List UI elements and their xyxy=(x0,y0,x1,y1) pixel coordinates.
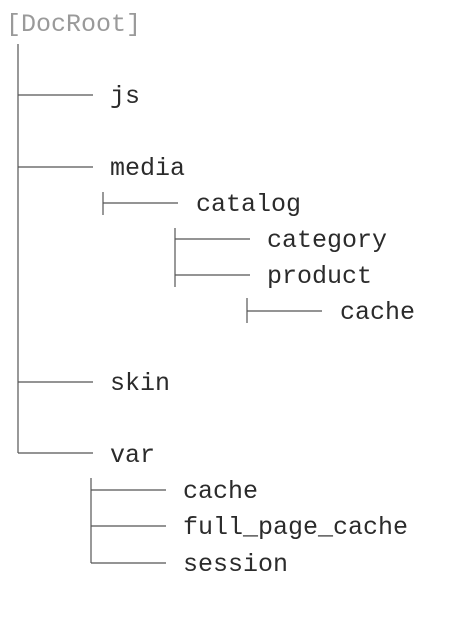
folder-catalog: catalog xyxy=(196,190,302,219)
folder-category: category xyxy=(267,226,388,255)
root-node-label: [DocRoot] xyxy=(6,10,142,39)
folder-skin: skin xyxy=(110,369,171,398)
folder-session: session xyxy=(183,550,289,579)
folder-var-cache: cache xyxy=(183,477,259,506)
folder-product: product xyxy=(267,262,373,291)
folder-media: media xyxy=(110,154,186,183)
folder-var: var xyxy=(110,441,156,470)
folder-js: js xyxy=(110,82,141,111)
folder-full-page-cache: full_page_cache xyxy=(183,513,409,542)
folder-product-cache: cache xyxy=(340,298,416,327)
